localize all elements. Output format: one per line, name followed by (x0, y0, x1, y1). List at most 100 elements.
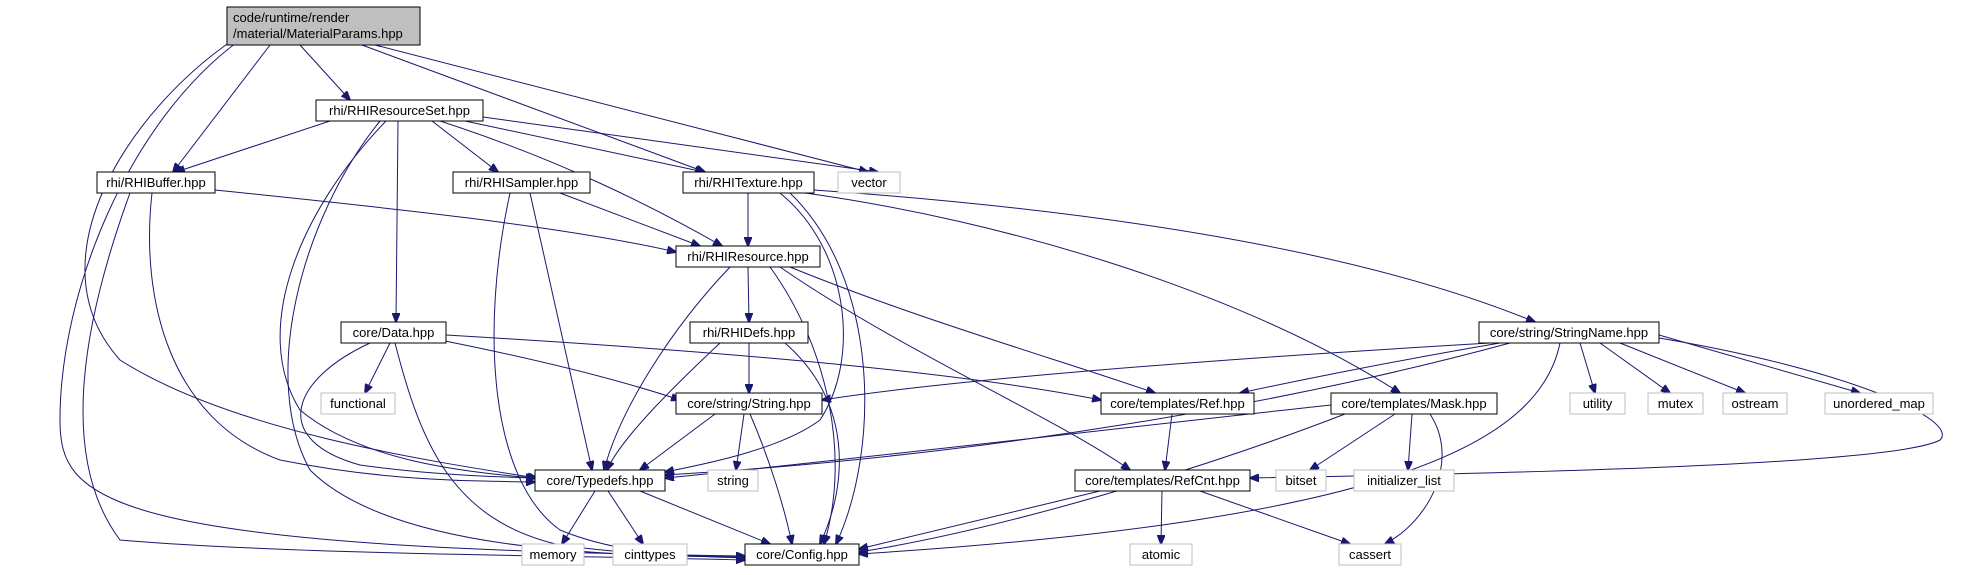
node-core-templates-refcnt-label: core/templates/RefCnt.hpp (1085, 473, 1240, 488)
node-utility-label: utility (1583, 396, 1613, 411)
node-core-string-string[interactable]: core/string/String.hpp (675, 392, 823, 415)
edge-texture-to-stringname (813, 189, 1535, 322)
edge-sampler-to-typedefs (529, 192, 592, 470)
node-core-templates-refcnt[interactable]: core/templates/RefCnt.hpp (1074, 469, 1251, 492)
edge-string-to-config (749, 413, 792, 544)
node-root[interactable]: code/runtime/render /material/MaterialPa… (226, 6, 421, 46)
node-rhi-resourceset[interactable]: rhi/RHIResourceSet.hpp (315, 99, 484, 122)
node-core-string-stringname-label: core/string/StringName.hpp (1490, 325, 1648, 340)
node-core-templates-ref[interactable]: core/templates/Ref.hpp (1100, 392, 1255, 415)
node-core-string-string-label: core/string/String.hpp (687, 396, 811, 411)
node-core-templates-ref-label: core/templates/Ref.hpp (1110, 396, 1244, 411)
edge-resourceset-to-data (396, 120, 398, 322)
node-mutex[interactable]: mutex (1647, 392, 1704, 415)
node-rhi-defs[interactable]: rhi/RHIDefs.hpp (689, 321, 809, 344)
node-root-label-line2: /material/MaterialParams.hpp (233, 26, 403, 41)
node-core-data-label: core/Data.hpp (353, 325, 435, 340)
edge-buffer-to-typedefs (149, 192, 535, 482)
edge-mask-to-initializer-list (1408, 413, 1412, 470)
edge-resourceset-to-texture (464, 120, 704, 172)
node-ostream[interactable]: ostream (1722, 392, 1788, 415)
node-vector[interactable]: vector (837, 171, 901, 194)
node-rhi-texture-label: rhi/RHITexture.hpp (694, 175, 802, 190)
edge-refcnt-to-config (859, 490, 1101, 549)
node-core-templates-mask[interactable]: core/templates/Mask.hpp (1330, 392, 1498, 415)
edge-root-to-buffer (173, 44, 271, 172)
edge-data-to-typedefs (300, 342, 535, 478)
node-root-label-line1: code/runtime/render (233, 10, 350, 25)
node-cassert[interactable]: cassert (1338, 543, 1402, 566)
edge-stringname-to-utility (1579, 342, 1595, 393)
edge-data-to-config (394, 342, 745, 557)
node-string[interactable]: string (707, 469, 759, 492)
edge-stringname-to-ostream (1619, 342, 1745, 393)
node-memory[interactable]: memory (521, 543, 585, 566)
edge-root-to-vector (374, 44, 868, 172)
node-rhi-sampler-label: rhi/RHISampler.hpp (465, 175, 578, 190)
node-rhi-resource[interactable]: rhi/RHIResource.hpp (675, 245, 821, 268)
edge-resource-to-defs (748, 266, 749, 322)
node-initializer-list-label: initializer_list (1367, 473, 1441, 488)
edge-texture-to-mask (804, 192, 1400, 393)
graph-nodes: code/runtime/render /material/MaterialPa… (96, 6, 1934, 566)
node-string-label: string (717, 473, 749, 488)
node-initializer-list[interactable]: initializer_list (1353, 469, 1455, 492)
node-rhi-resourceset-label: rhi/RHIResourceSet.hpp (329, 103, 470, 118)
edge-stringname-to-mutex (1599, 342, 1670, 393)
edge-mask-to-bitset (1310, 413, 1396, 470)
edge-texture-to-config (789, 192, 866, 544)
edge-resource-to-typedefs (604, 266, 731, 470)
edge-resourceset-to-buffer (176, 120, 331, 172)
node-functional-label: functional (330, 396, 386, 411)
edge-buffer-to-config (82, 192, 745, 560)
node-cinttypes-label: cinttypes (624, 547, 676, 562)
edge-resourceset-to-config (287, 120, 745, 557)
edge-resourceset-to-resource (439, 120, 722, 246)
node-rhi-texture[interactable]: rhi/RHITexture.hpp (682, 171, 815, 194)
edge-stringname-to-config (859, 342, 1561, 554)
node-rhi-sampler[interactable]: rhi/RHISampler.hpp (452, 171, 591, 194)
edge-typedefs-to-memory (562, 490, 596, 544)
node-core-typedefs[interactable]: core/Typedefs.hpp (534, 469, 666, 492)
edge-string-to-string-std (736, 413, 745, 470)
edge-refcnt-to-atomic (1161, 490, 1162, 544)
edge-stringname-to-ref (1240, 342, 1501, 393)
node-rhi-buffer-label: rhi/RHIBuffer.hpp (106, 175, 205, 190)
edge-refcnt-to-cassert (1199, 490, 1350, 544)
node-mutex-label: mutex (1658, 396, 1694, 411)
edge-data-to-ref (445, 334, 1101, 400)
node-core-config[interactable]: core/Config.hpp (744, 543, 860, 566)
edge-stringname-to-string (822, 342, 1491, 400)
node-vector-label: vector (851, 175, 887, 190)
edge-texture-to-typedefs (665, 192, 844, 472)
edge-resourceset-to-vector (482, 116, 878, 172)
node-cassert-label: cassert (1349, 547, 1391, 562)
node-core-data[interactable]: core/Data.hpp (340, 321, 447, 344)
edge-sampler-to-resource (559, 192, 700, 246)
node-core-string-stringname[interactable]: core/string/StringName.hpp (1478, 321, 1660, 344)
dependency-edges (59, 39, 1943, 560)
edge-mask-to-config (859, 413, 1346, 552)
edge-defs-to-config (784, 342, 840, 544)
edge-stringname-to-typedefs (665, 342, 1511, 475)
node-unordered-map[interactable]: unordered_map (1824, 392, 1934, 415)
edge-mask-to-typedefs (665, 404, 1332, 478)
node-rhi-buffer[interactable]: rhi/RHIBuffer.hpp (96, 171, 216, 194)
node-rhi-resource-label: rhi/RHIResource.hpp (687, 249, 808, 264)
node-functional[interactable]: functional (320, 392, 396, 415)
node-atomic[interactable]: atomic (1129, 543, 1193, 566)
edge-stringname-to-unordered-map (1658, 334, 1860, 393)
edge-resource-to-refcnt (779, 266, 1130, 470)
node-core-templates-mask-label: core/templates/Mask.hpp (1341, 396, 1486, 411)
node-ostream-label: ostream (1732, 396, 1779, 411)
node-unordered-map-label: unordered_map (1833, 396, 1925, 411)
node-atomic-label: atomic (1142, 547, 1181, 562)
edge-data-to-string (439, 339, 680, 400)
node-bitset[interactable]: bitset (1275, 469, 1327, 492)
edge-typedefs-to-cinttypes (607, 490, 643, 544)
edge-resourceset-to-typedefs (279, 120, 535, 478)
node-memory-label: memory (530, 547, 577, 562)
node-cinttypes[interactable]: cinttypes (612, 543, 688, 566)
node-utility[interactable]: utility (1569, 392, 1626, 415)
node-rhi-defs-label: rhi/RHIDefs.hpp (703, 325, 795, 340)
